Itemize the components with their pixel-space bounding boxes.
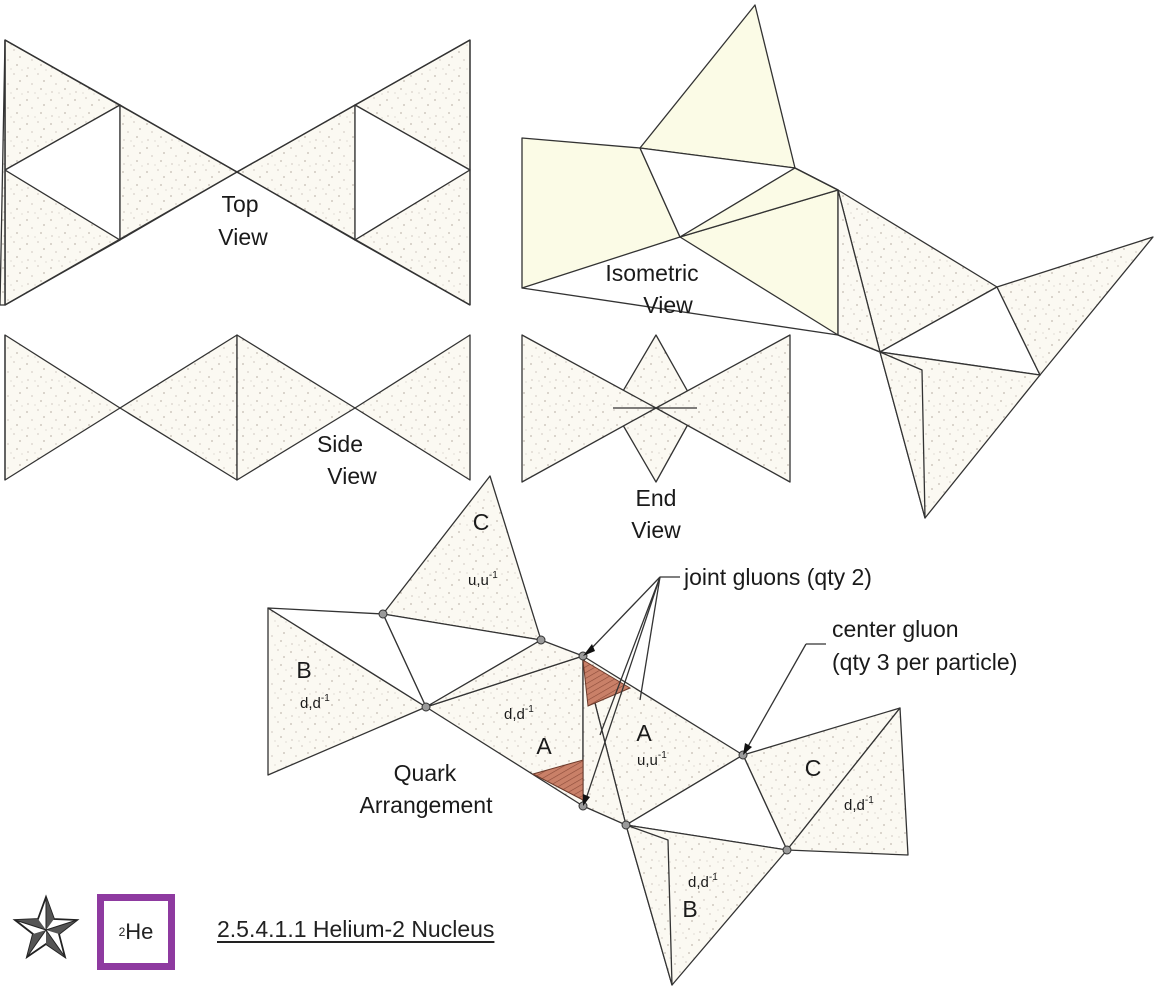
triangle-quark-c-top: u,u-1	[468, 570, 498, 589]
triangle-letter-c-top: C	[473, 509, 490, 535]
side-view: Side View	[4, 334, 471, 489]
top-view-label-2: View	[218, 224, 268, 250]
quark-arrangement: C u,u-1 B d,d-1 d,d-1 A A u,u-1 C d,d-1 …	[267, 475, 909, 986]
figure-caption: 2.5.4.1.1 Helium-2 Nucleus	[217, 916, 495, 942]
triangle-letter-a-right: A	[636, 720, 652, 746]
side-view-label-1: Side	[317, 431, 363, 457]
gluon-node	[621, 820, 631, 830]
star-icon	[12, 894, 80, 960]
isometric-view-label-2: View	[643, 292, 693, 318]
gluon-node	[421, 702, 431, 712]
triangle-letter-a-left: A	[536, 733, 552, 759]
triangle-quark-a-left: d,d-1	[504, 704, 534, 723]
end-view-label-1: End	[636, 485, 677, 511]
gluon-highlight-upper	[582, 659, 632, 707]
top-view-label-1: Top	[221, 191, 258, 217]
element-symbol: He	[125, 919, 154, 944]
triangle-letter-c-right: C	[805, 755, 822, 781]
triangle-letter-b-left: B	[296, 657, 311, 683]
quark-arrangement-label-2: Arrangement	[360, 792, 494, 818]
isometric-view: Isometric View	[521, 4, 1154, 519]
center-gluon-callout-2: (qty 3 per particle)	[832, 649, 1017, 675]
center-gluon-callout-1: center gluon	[832, 616, 959, 642]
top-view: Top View	[0, 39, 471, 306]
end-view-label-2: View	[631, 517, 681, 543]
side-view-label-2: View	[327, 463, 377, 489]
triangle-quark-a-right: u,u-1	[637, 750, 667, 769]
gluon-node	[378, 609, 388, 619]
quark-arrangement-label-1: Quark	[394, 760, 457, 786]
triangle-quark-b-bottom: d,d-1	[688, 872, 718, 891]
gluon-node	[782, 845, 792, 855]
isometric-view-label-1: Isometric	[605, 260, 698, 286]
triangle-quark-c-right: d,d-1	[844, 795, 874, 814]
joint-gluons-callout: joint gluons (qty 2)	[683, 564, 872, 590]
element-mass-number: 2	[118, 925, 126, 939]
gluon-highlight-lower	[531, 759, 584, 801]
triangle-letter-b-bottom: B	[682, 896, 697, 922]
end-view: End View	[521, 334, 791, 543]
callouts: joint gluons (qty 2) center gluon (qty 3…	[583, 564, 1017, 806]
gluon-node	[536, 635, 546, 645]
triangle-quark-b-left: d,d-1	[300, 693, 330, 712]
